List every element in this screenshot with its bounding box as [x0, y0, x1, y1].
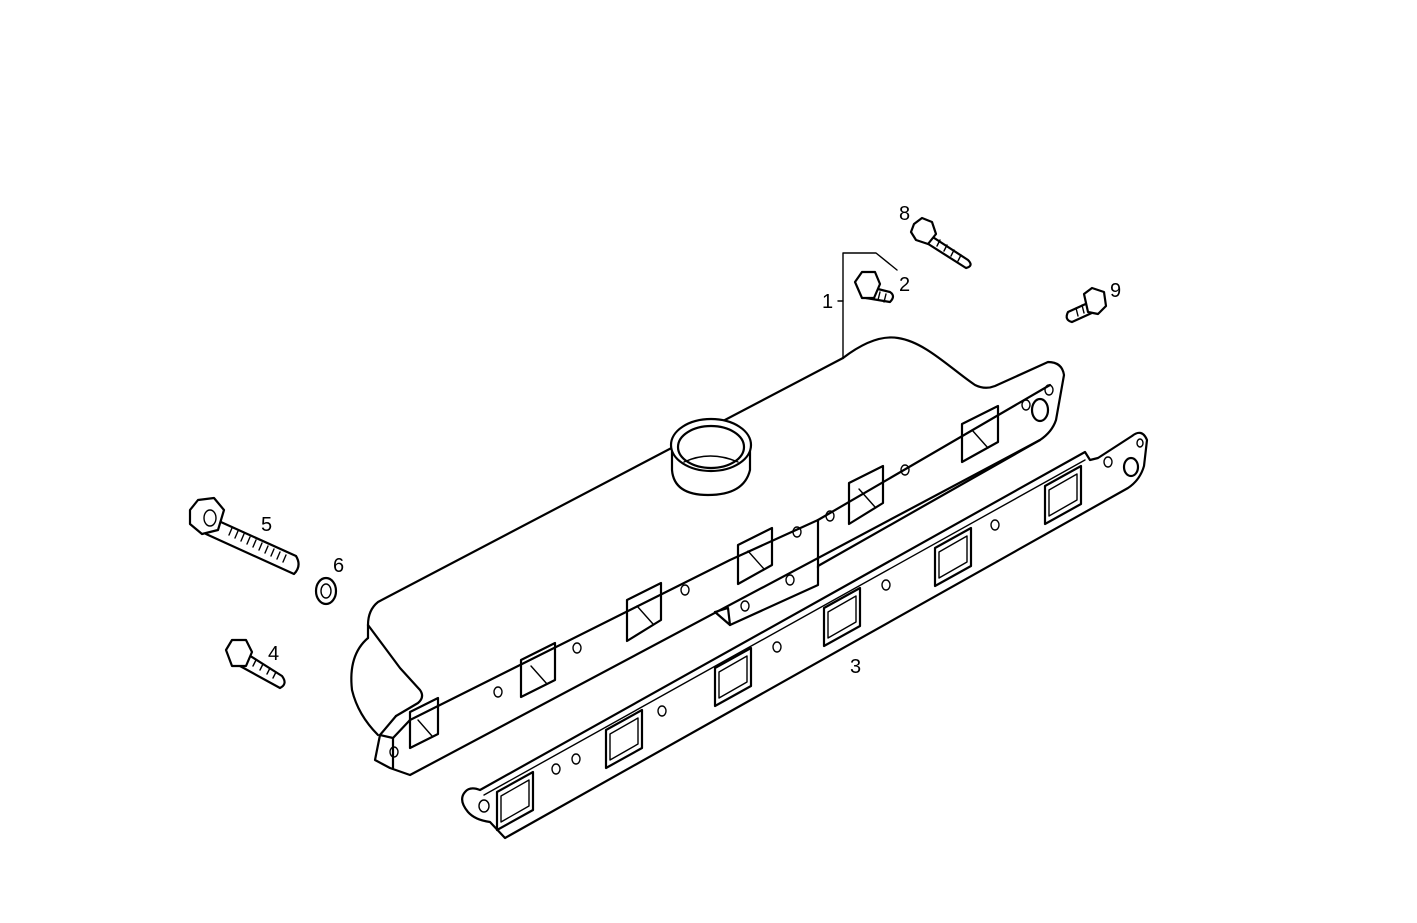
gasket-ports	[495, 464, 1083, 832]
callout-3: 3	[850, 656, 862, 678]
washer-6	[314, 576, 338, 606]
bolt-4	[224, 638, 286, 690]
manifold-outlet-pipe	[669, 417, 753, 497]
bolt-5	[188, 496, 300, 576]
gasket	[461, 431, 1149, 840]
callout-6: 6	[333, 555, 345, 577]
callout-8: 8	[899, 203, 911, 225]
bolt-8	[909, 216, 972, 270]
callout-5: 5	[261, 514, 273, 536]
gasket-bolt-holes	[551, 519, 1000, 775]
manifold-bolt-holes	[389, 384, 1054, 758]
callout-4: 4	[268, 643, 280, 665]
callout-9: 9	[1110, 280, 1122, 302]
callout-1: 1	[822, 291, 834, 313]
manifold-ports	[408, 404, 1000, 750]
callout-2: 2	[899, 274, 911, 296]
screw-2	[853, 270, 895, 304]
screw-9	[1065, 286, 1108, 324]
callout-1-leader	[837, 252, 898, 359]
manifold	[350, 336, 1066, 777]
